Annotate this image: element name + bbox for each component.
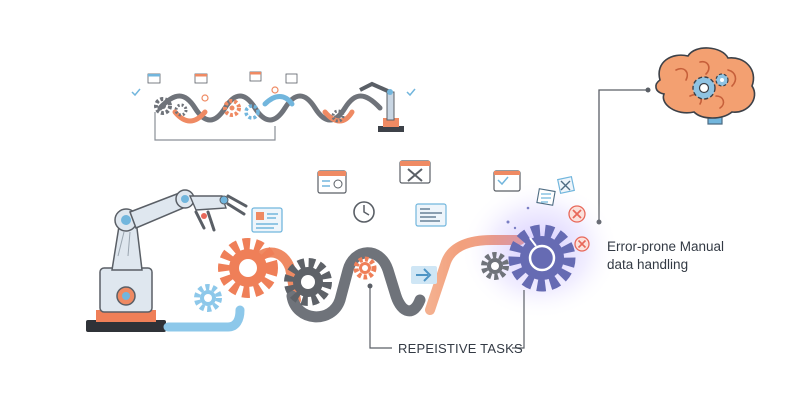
gear-icon [218, 238, 278, 298]
checklist-icon [536, 188, 556, 206]
close-icon [556, 175, 576, 195]
gear-icon [353, 256, 377, 280]
error-label-line1: Error-prone Manual [607, 239, 725, 254]
tasks-bracket [369, 286, 525, 349]
brain-icon [655, 47, 756, 125]
mini-window-icon [194, 73, 208, 84]
mini-window-icon [147, 73, 161, 84]
close-icon [568, 205, 586, 223]
mini-gear-icon [223, 99, 241, 117]
mini-gear-icon [154, 97, 172, 115]
mini-window-icon [249, 71, 262, 82]
clock-icon [353, 201, 375, 223]
mini-check-icon [131, 88, 141, 97]
tools-icon [399, 160, 431, 184]
robot-arm-icon [86, 189, 248, 332]
error-gear-icon [508, 224, 576, 292]
mini-node-dot [201, 94, 209, 102]
mini-check-icon [406, 88, 416, 97]
brain-connector-line [598, 89, 648, 222]
window-icon [493, 170, 521, 192]
mini-connector-line [154, 112, 276, 141]
gear-icon [284, 258, 332, 306]
mini-gear-icon [244, 104, 260, 120]
mini-gear-icon [174, 103, 188, 117]
gear-icon [194, 284, 222, 312]
mini-wavy-track [157, 93, 383, 123]
mini-window-icon [285, 73, 298, 84]
mini-gear-icon [331, 109, 345, 123]
mini-process-row [131, 71, 416, 141]
forward-arrow-icon [411, 266, 437, 284]
error-label: Error-prone Manual data handling [607, 238, 777, 274]
mini-node-dot [271, 86, 279, 94]
window-icon [415, 203, 447, 227]
window-icon [317, 170, 347, 194]
error-label-line2: data handling [607, 257, 689, 272]
tasks-label: REPEISTIVE TASKS [398, 341, 523, 356]
gear-icon [481, 252, 509, 280]
window-icon [251, 207, 283, 233]
close-icon [574, 236, 590, 252]
mini-robot-arm-icon [359, 81, 404, 132]
